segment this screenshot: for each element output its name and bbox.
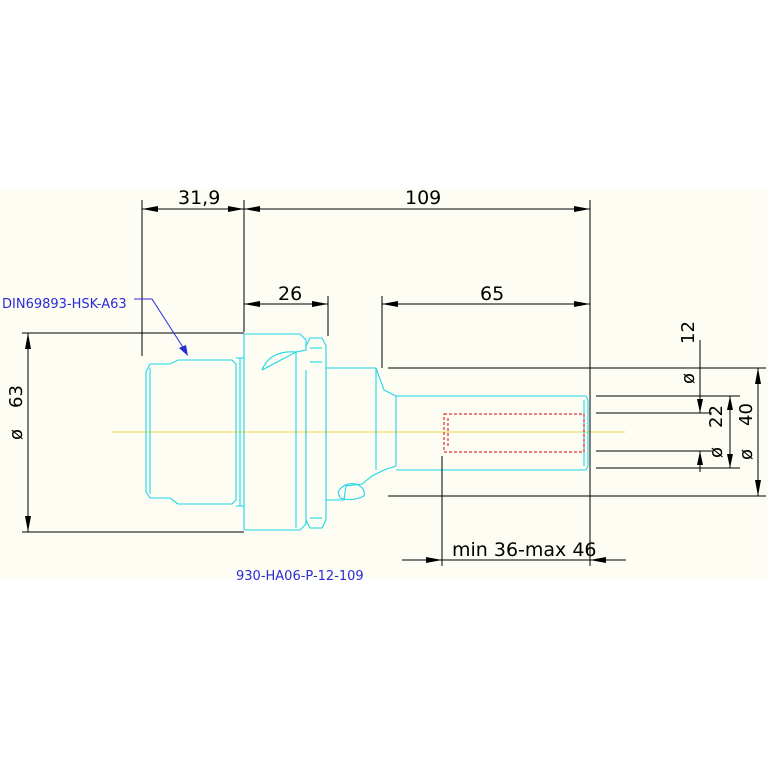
drawing-sheet <box>0 188 767 578</box>
dim-label-22: ø 22 <box>706 405 727 458</box>
flange-notch <box>261 351 297 371</box>
arrow <box>574 206 590 212</box>
diameter-symbol-40: ø <box>736 449 757 460</box>
arrow <box>244 301 260 307</box>
arrow <box>697 399 703 413</box>
arrow <box>727 454 733 468</box>
diameter-symbol-63: ø <box>6 429 27 440</box>
dim-text-109: 109 <box>405 187 441 209</box>
arrow <box>755 480 761 496</box>
arrow <box>312 301 328 307</box>
dim-label-40: ø 40 <box>736 403 757 460</box>
arrow <box>25 333 31 349</box>
body-bottom <box>326 465 397 501</box>
dim-label-12: ø 12 <box>678 321 699 384</box>
bore-hidden-line <box>443 413 585 453</box>
arrow <box>382 301 398 307</box>
drive-slot <box>337 483 365 501</box>
dim-text-26: 26 <box>278 283 302 305</box>
arrow <box>25 516 31 532</box>
dim-text-63: 63 <box>6 385 27 408</box>
dim-text-12: 12 <box>678 321 699 344</box>
tool-holder-outline <box>145 333 589 531</box>
interface-standard-label: DIN69893-HSK-A63 <box>2 297 127 312</box>
diameter-symbol-22: ø <box>706 447 727 458</box>
arrow <box>244 206 260 212</box>
part-number-label: 930-HA06-P-12-109 <box>236 569 364 584</box>
collar <box>305 337 327 529</box>
hsk-taper <box>145 359 237 505</box>
shank <box>396 395 589 471</box>
dim-text-22: 22 <box>706 405 727 428</box>
arrow <box>142 206 158 212</box>
dim-text-40: 40 <box>736 403 757 426</box>
leader-line <box>134 298 187 353</box>
arrow <box>426 557 442 563</box>
arrow <box>228 206 244 212</box>
arrow <box>755 368 761 384</box>
body-top <box>326 367 397 397</box>
dimension-lines <box>22 200 766 566</box>
arrow <box>697 451 703 465</box>
dim-text-31-9: 31,9 <box>178 187 220 209</box>
dim-text-depth: min 36-max 46 <box>452 539 597 561</box>
arrow <box>590 557 606 563</box>
diameter-symbol-12: ø <box>678 373 699 384</box>
dim-text-65: 65 <box>480 283 504 305</box>
leader-arrow <box>179 345 188 356</box>
dim-label-63: ø 63 <box>6 385 27 440</box>
arrow <box>727 396 733 410</box>
arrow <box>574 301 590 307</box>
flange-bottom <box>244 370 307 531</box>
